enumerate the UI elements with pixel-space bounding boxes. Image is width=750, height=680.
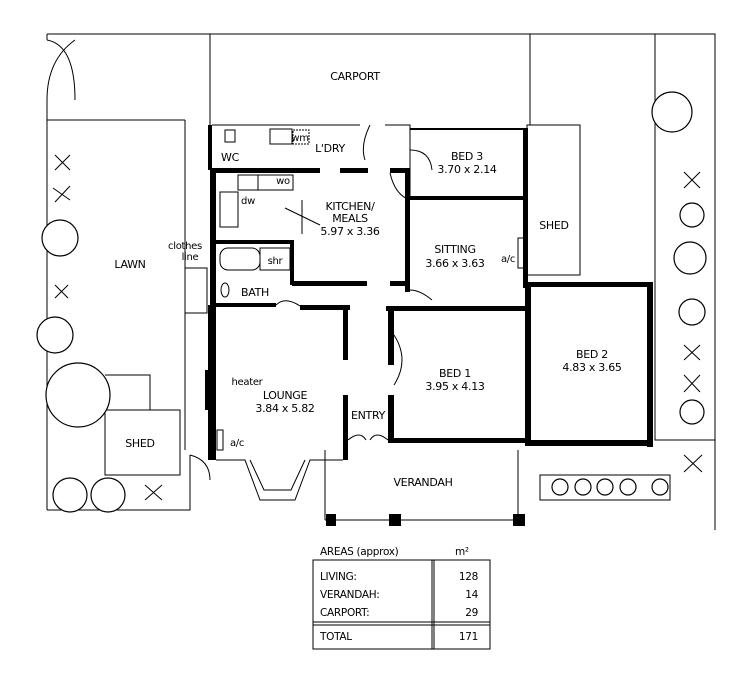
- verandah-label: VERANDAH: [393, 476, 452, 489]
- lounge-label: LOUNGE: [263, 389, 308, 402]
- lawn-label: LAWN: [114, 258, 145, 271]
- meals-label: MEALS: [332, 212, 368, 225]
- areas-total-value: 171: [459, 631, 478, 643]
- dishwasher-label: dw: [241, 196, 255, 207]
- areas-row-label: VERANDAH:: [320, 589, 380, 601]
- sitting-ac-label: a/c: [501, 254, 515, 265]
- shed-right: SHED: [526, 124, 581, 276]
- bed2-size: 4.83 x 3.65: [562, 361, 621, 374]
- bed1-size: 3.95 x 4.13: [425, 380, 484, 393]
- bath-label: BATH: [241, 286, 269, 299]
- kitchen-label: KITCHEN/: [326, 200, 376, 213]
- areas-total-label: TOTAL: [319, 631, 352, 643]
- areas-row-value: 128: [459, 571, 478, 583]
- wc-label: WC: [221, 151, 240, 164]
- bed3-label: BED 3: [451, 150, 483, 163]
- lounge-ac-label: a/c: [230, 438, 244, 449]
- areas-row-value: 14: [465, 589, 478, 601]
- wall-oven-label: wo: [276, 176, 290, 187]
- shed-left: SHED: [104, 374, 181, 476]
- site-boundary: [46, 33, 716, 530]
- shed-right-label: SHED: [539, 219, 568, 232]
- washing-machine-label: wm: [291, 133, 308, 144]
- clothesline-label: clothes: [168, 241, 202, 252]
- clothesline-label-2: line: [182, 252, 199, 263]
- shower-label: shr: [268, 256, 284, 267]
- bed3-size: 3.70 x 2.14: [437, 163, 496, 176]
- bed2-label: BED 2: [576, 348, 608, 361]
- areas-table-title: AREAS (approx): [320, 546, 399, 558]
- walls: [205, 124, 653, 526]
- fixtures: [184, 128, 527, 451]
- bed1-label: BED 1: [439, 367, 471, 380]
- heater-label: heater: [231, 377, 263, 388]
- sitting-label: SITTING: [434, 243, 475, 256]
- trees: [36, 91, 707, 513]
- areas-row-label: LIVING:: [320, 571, 357, 583]
- areas-table: AREAS (approx) m² LIVING: 128 VERANDAH: …: [312, 546, 491, 650]
- laundry-label: L'DRY: [315, 142, 345, 155]
- sitting-size: 3.66 x 3.63: [425, 257, 484, 270]
- lounge-size: 3.84 x 5.82: [255, 402, 314, 415]
- shed-left-label: SHED: [125, 437, 154, 450]
- kitchen-size: 5.97 x 3.36: [320, 225, 379, 238]
- areas-row-value: 29: [465, 607, 478, 619]
- areas-row-label: CARPORT:: [320, 607, 369, 619]
- areas-table-unit: m²: [455, 546, 469, 558]
- carport-label: CARPORT: [330, 70, 380, 83]
- entry-label: ENTRY: [351, 409, 386, 422]
